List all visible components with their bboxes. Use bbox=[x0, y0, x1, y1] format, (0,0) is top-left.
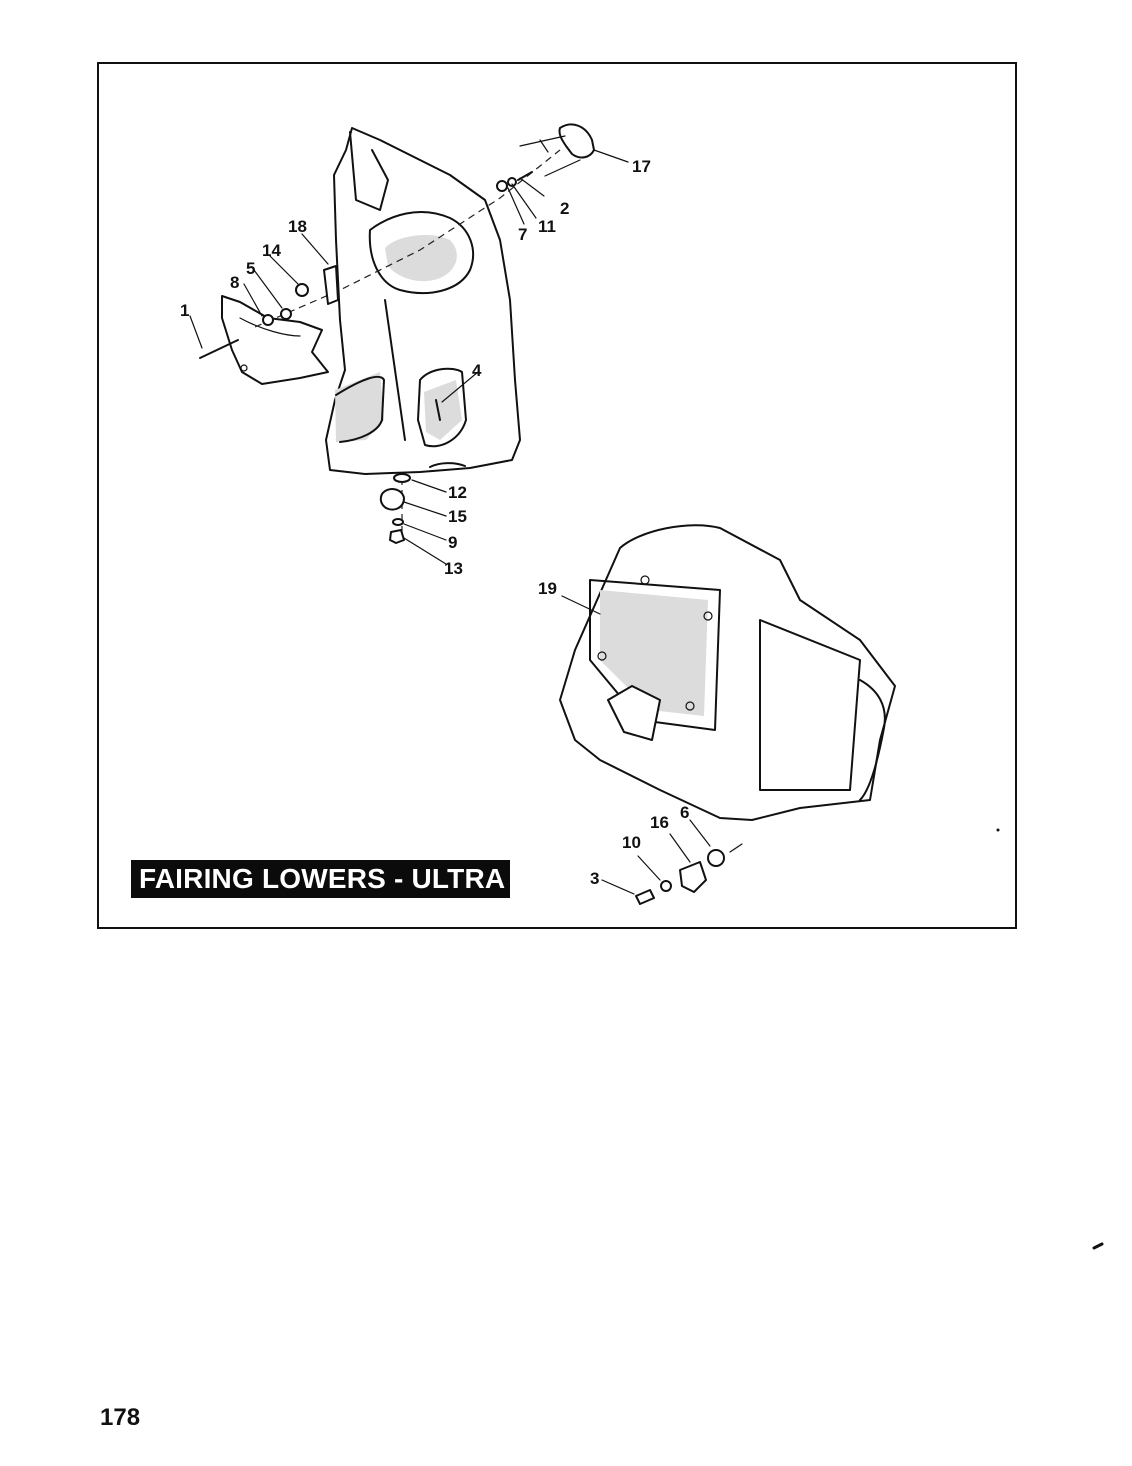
callout-2: 2 bbox=[560, 199, 569, 218]
leader-lines bbox=[189, 149, 711, 895]
callout-18: 18 bbox=[288, 217, 307, 236]
callout-10: 10 bbox=[622, 833, 641, 852]
fairing-lower-body bbox=[325, 127, 521, 475]
callout-11: 11 bbox=[538, 217, 556, 236]
callout-5: 5 bbox=[246, 259, 255, 278]
callout-12: 12 bbox=[448, 483, 467, 502]
diagram-title: FAIRING LOWERS - ULTRA bbox=[131, 860, 510, 898]
callout-1: 1 bbox=[180, 301, 189, 320]
diagram-frame bbox=[97, 62, 1017, 929]
page-number: 178 bbox=[100, 1404, 141, 1431]
hardware-parts bbox=[199, 171, 743, 905]
callout-15: 15 bbox=[448, 507, 467, 526]
callout-4: 4 bbox=[472, 361, 482, 380]
callout-13: 13 bbox=[444, 559, 463, 578]
callout-3: 3 bbox=[590, 869, 599, 888]
callout-14: 14 bbox=[262, 241, 281, 260]
callout-8: 8 bbox=[230, 273, 239, 292]
callout-9: 9 bbox=[448, 533, 457, 552]
callout-17: 17 bbox=[632, 157, 651, 176]
side-cap-left bbox=[221, 295, 329, 385]
callout-16: 16 bbox=[650, 813, 669, 832]
fairing-lower-pocket bbox=[559, 524, 896, 821]
upper-bracket bbox=[519, 123, 595, 177]
callout-19: 19 bbox=[538, 579, 557, 598]
callout-7: 7 bbox=[518, 225, 527, 244]
callout-6: 6 bbox=[680, 803, 689, 822]
